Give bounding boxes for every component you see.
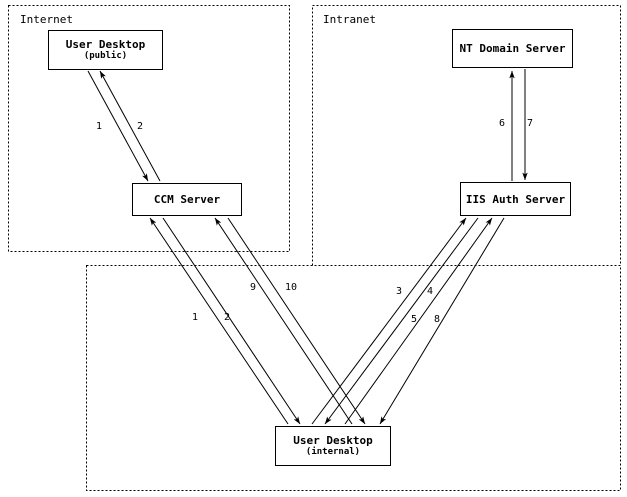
zone-label-intranet: Intranet bbox=[323, 13, 376, 26]
node-user-desktop-internal[interactable]: User Desktop (internal) bbox=[275, 426, 391, 466]
connector-flow-10 bbox=[227, 217, 366, 425]
node-nt-domain-server[interactable]: NT Domain Server bbox=[452, 29, 573, 68]
flow-label-10: 10 bbox=[285, 282, 298, 293]
connector-flow-5 bbox=[344, 217, 493, 425]
zone-border-internet bbox=[8, 5, 290, 252]
node-ccm-server[interactable]: CCM Server bbox=[132, 183, 242, 216]
node-iis-auth-server[interactable]: IIS Auth Server bbox=[460, 182, 571, 216]
connector-flow-9 bbox=[214, 217, 353, 425]
zone-label-internet: Internet bbox=[20, 13, 73, 26]
node-user-desktop-public[interactable]: User Desktop (public) bbox=[48, 30, 163, 70]
zone-borders bbox=[8, 5, 621, 491]
flow-label-3: 3 bbox=[396, 286, 403, 297]
flow-label-8: 8 bbox=[434, 314, 441, 325]
zone-border-internal-network bbox=[86, 265, 621, 491]
node-subtitle: (public) bbox=[83, 51, 128, 61]
connector-flow-1-internal bbox=[149, 217, 289, 425]
flow-label-7: 7 bbox=[527, 118, 534, 129]
flow-label-4: 4 bbox=[427, 286, 434, 297]
flow-label-1-public: 1 bbox=[96, 121, 103, 132]
flow-label-2-public: 2 bbox=[137, 121, 144, 132]
node-title: User Desktop bbox=[293, 434, 373, 447]
connector-flow-2-public bbox=[99, 70, 161, 182]
flow-label-1-internal: 1 bbox=[192, 312, 199, 323]
node-title: IIS Auth Server bbox=[465, 192, 566, 206]
node-subtitle: (internal) bbox=[305, 447, 361, 457]
connector-flow-2-internal bbox=[162, 217, 301, 425]
flow-label-6: 6 bbox=[499, 118, 506, 129]
connector-flow-1-public bbox=[87, 70, 149, 182]
connector-flow-3 bbox=[311, 217, 467, 425]
connectors bbox=[87, 69, 528, 425]
flow-label-2-internal: 2 bbox=[224, 312, 231, 323]
flow-label-9: 9 bbox=[250, 282, 257, 293]
node-title: NT Domain Server bbox=[459, 42, 566, 55]
connector-flow-4 bbox=[324, 217, 479, 425]
connector-flow-8 bbox=[379, 217, 505, 425]
node-title: CCM Server bbox=[153, 193, 221, 206]
flow-label-5: 5 bbox=[411, 314, 418, 325]
node-title: User Desktop bbox=[65, 38, 146, 51]
